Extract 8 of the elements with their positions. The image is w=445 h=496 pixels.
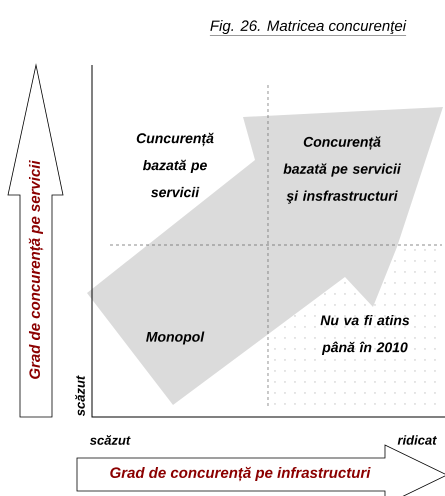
axis-label: scăzut [75,375,85,416]
figure-title: Fig. 26. Matricea concurenţei [210,20,406,36]
quadrant-label: Nu va fi atins până în 2010 [320,314,410,356]
quadrant-label: Monopol [146,331,204,345]
axis-label: ridicat [398,435,437,445]
axis-label: scăzut [90,435,131,445]
quadrant-label: Cuncurență bazată pe servicii [136,132,214,198]
quadrant-label: Concurență bazată pe servicii şi insfrastructuri [283,136,401,204]
